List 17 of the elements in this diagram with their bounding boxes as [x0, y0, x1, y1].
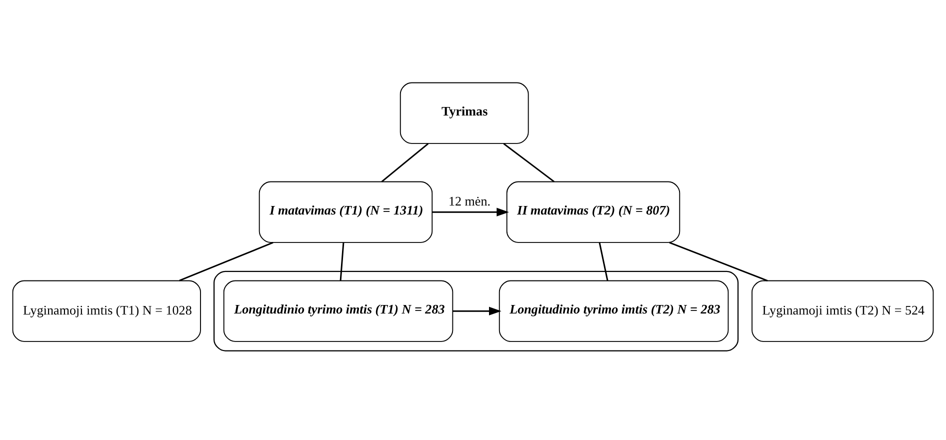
- cluster: [214, 270, 739, 351]
- node-box: Lyginamoji imtis (T1) N = 1028: [12, 280, 201, 342]
- connector: [179, 241, 274, 281]
- connector: [340, 242, 344, 280]
- node-box: Tyrimas: [400, 82, 529, 144]
- connector: [381, 142, 429, 182]
- connector: [598, 242, 608, 280]
- node-box: I matavimas (T1) (N = 1311): [258, 180, 433, 242]
- arrow: [452, 306, 502, 315]
- node-box: Longitudinio tyrimo imtis (T2) N = 283: [498, 280, 729, 342]
- edge-label: 12 mėn.: [448, 193, 491, 208]
- node-box: II matavimas (T2) (N = 807): [506, 180, 680, 242]
- node-box: Lyginamoji imtis (T2) N = 524: [752, 280, 934, 342]
- node-box: Longitudinio tyrimo imtis (T1) N = 283: [223, 280, 454, 342]
- arrow: [432, 207, 509, 216]
- connector: [503, 142, 555, 182]
- connector: [669, 241, 768, 281]
